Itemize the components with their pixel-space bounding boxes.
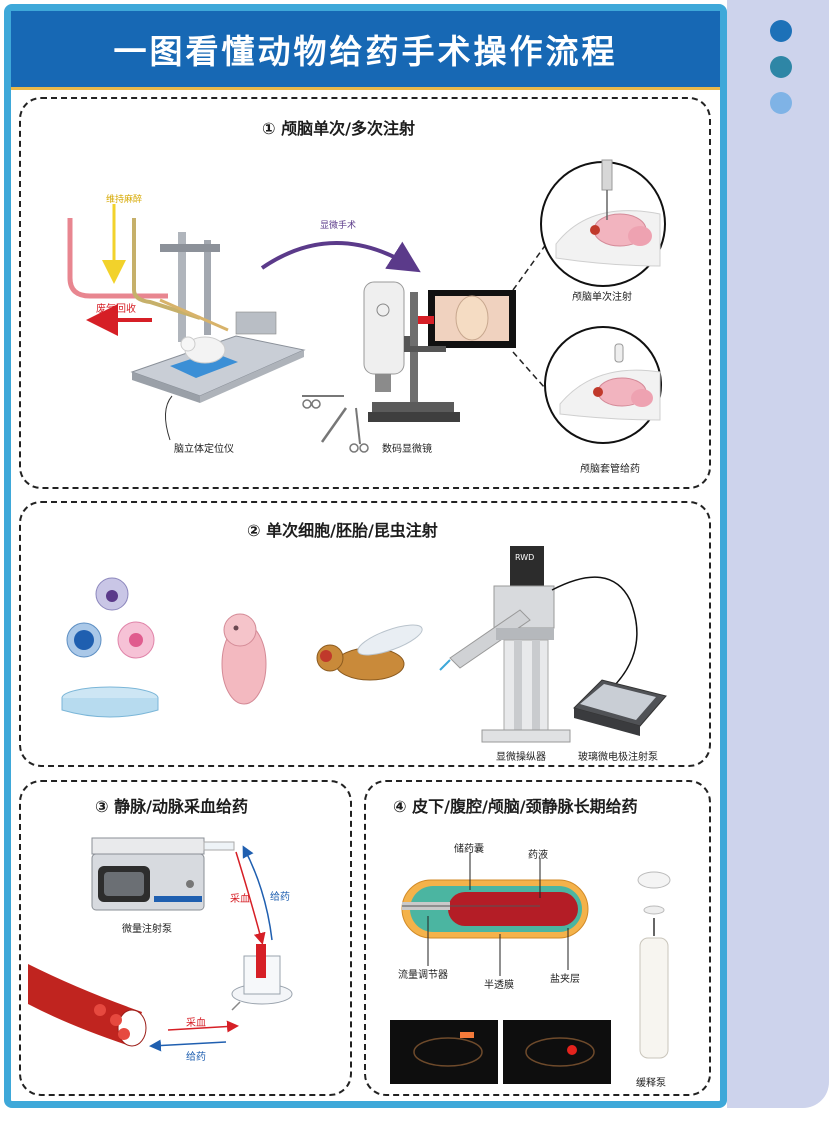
label-single-injection: 颅脑单次注射 [572, 292, 632, 303]
syringe-pump-icon [91, 837, 235, 911]
label-membrane: 半透膜 [484, 980, 514, 991]
release-pump-icon [637, 871, 671, 1059]
section-4-box [364, 780, 711, 1096]
label-dosing-top: 给药 [270, 892, 290, 903]
section-3-box [19, 780, 352, 1096]
stereotaxic-frame-icon [67, 218, 306, 403]
injection-pump-icon [573, 679, 667, 736]
label-reservoir: 储药囊 [454, 844, 484, 855]
mouse-brain-icon [540, 159, 666, 444]
section-3-title: ③ 静脉/动脉采血给药 [95, 797, 248, 816]
section-4-title: ④ 皮下/腹腔/颅脑/颈静脉长期给药 [393, 797, 638, 816]
label-solution: 药液 [528, 850, 548, 861]
label-dosing-bottom: 给药 [186, 1052, 206, 1063]
monitor-icon [406, 290, 516, 352]
label-flow-regulator: 流量调节器 [398, 970, 448, 981]
label-microscope: 数码显微镜 [382, 444, 432, 455]
fruit-fly-icon [316, 624, 423, 681]
header-divider [11, 87, 720, 90]
label-cannula: 颅脑套管给药 [580, 464, 640, 475]
mouse-icon [180, 336, 226, 364]
section-2-box [19, 501, 711, 767]
vascular-port-icon [231, 944, 293, 1011]
label-anesthesia: 维持麻醉 [106, 195, 143, 205]
blood-vessel-icon [28, 964, 147, 1047]
decor-dot-2 [770, 56, 792, 78]
label-stereotaxic: 脑立体定位仪 [174, 444, 234, 455]
page-title: 一图看懂动物给药手术操作流程 [113, 32, 618, 71]
petri-dish-icon [61, 686, 159, 718]
section-1-box [19, 97, 711, 489]
label-microsurgery: 显微手术 [320, 221, 357, 231]
label-micromanipulator: 显微操纵器 [496, 752, 546, 763]
embryo-icon [221, 613, 267, 705]
decor-dot-1 [770, 20, 792, 42]
micromanipulator-icon: RWD [439, 546, 571, 743]
label-salt-layer: 盐夹层 [550, 974, 580, 985]
surgical-tools-icon [302, 395, 369, 453]
label-sampling-top: 采血 [230, 894, 250, 905]
label-injector: 玻璃微电极注射泵 [578, 752, 658, 763]
label-sampling-bottom: 采血 [186, 1018, 206, 1029]
label-exhaust: 废气回收 [96, 304, 136, 315]
section-1-title: ① 颅脑单次/多次注射 [262, 119, 415, 138]
label-release-pump: 缓释泵 [636, 1078, 666, 1089]
decor-dot-3 [770, 92, 792, 114]
cells-icon [66, 577, 155, 659]
section-2-title: ② 单次细胞/胚胎/昆虫注射 [247, 521, 438, 540]
label-syringe-pump: 微量注射泵 [122, 924, 172, 935]
header-banner: 一图看懂动物给药手术操作流程 [11, 11, 720, 87]
side-panel [727, 0, 829, 1108]
in-vivo-image-icon [390, 1020, 611, 1084]
osmotic-pump-icon [401, 879, 589, 939]
brand-label: RWD [515, 553, 534, 562]
